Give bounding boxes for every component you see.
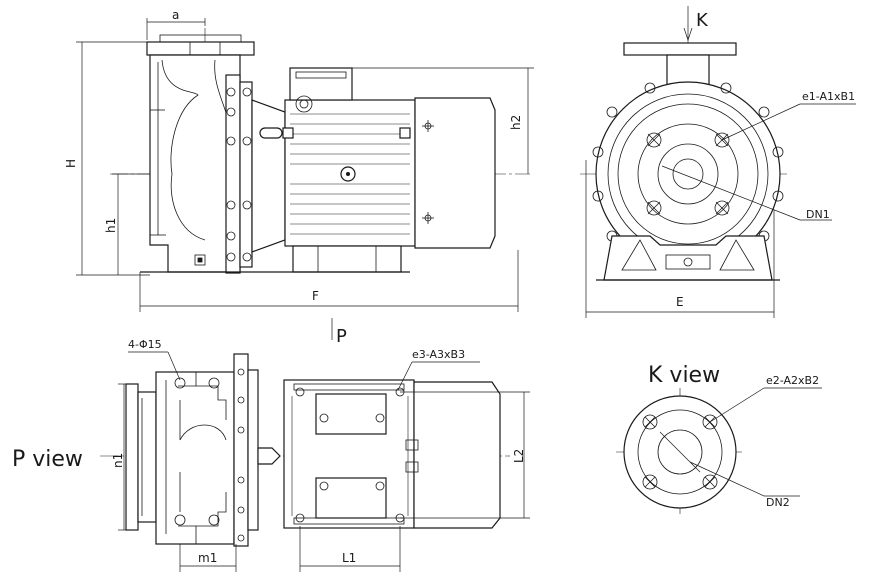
p-view-title: P view <box>12 447 83 472</box>
dim-h1: h1 <box>104 218 118 233</box>
dim-H: H <box>64 159 78 168</box>
dim-n1: n1 <box>111 453 125 468</box>
dim-L1: L1 <box>342 551 356 565</box>
dim-h2: h2 <box>509 115 523 130</box>
k-arrow-label: K <box>696 10 709 31</box>
callout-e2: e2-A2xB2 <box>766 374 819 387</box>
plan-view: n1 m1 L1 L2 4-Φ15 e3-A3xB3 P view <box>12 338 530 572</box>
callout-DN1: DN1 <box>806 208 830 221</box>
k-view-title: K view <box>648 363 720 388</box>
dim-E: E <box>676 295 684 309</box>
front-view: a H h1 h2 F P <box>64 8 534 347</box>
k-view: K view e2-A2xB2 DN2 <box>616 363 822 516</box>
callout-motor-holes: e3-A3xB3 <box>412 348 465 361</box>
dim-a: a <box>172 8 179 22</box>
dim-F: F <box>312 289 319 303</box>
p-arrow-label: P <box>336 326 347 347</box>
callout-DN2: DN2 <box>766 496 790 509</box>
callout-base-holes: 4-Φ15 <box>128 338 162 351</box>
side-view: K <box>580 6 856 318</box>
dim-L2: L2 <box>512 449 526 463</box>
callout-e1: e1-A1xB1 <box>802 90 855 103</box>
dim-m1: m1 <box>198 551 217 565</box>
